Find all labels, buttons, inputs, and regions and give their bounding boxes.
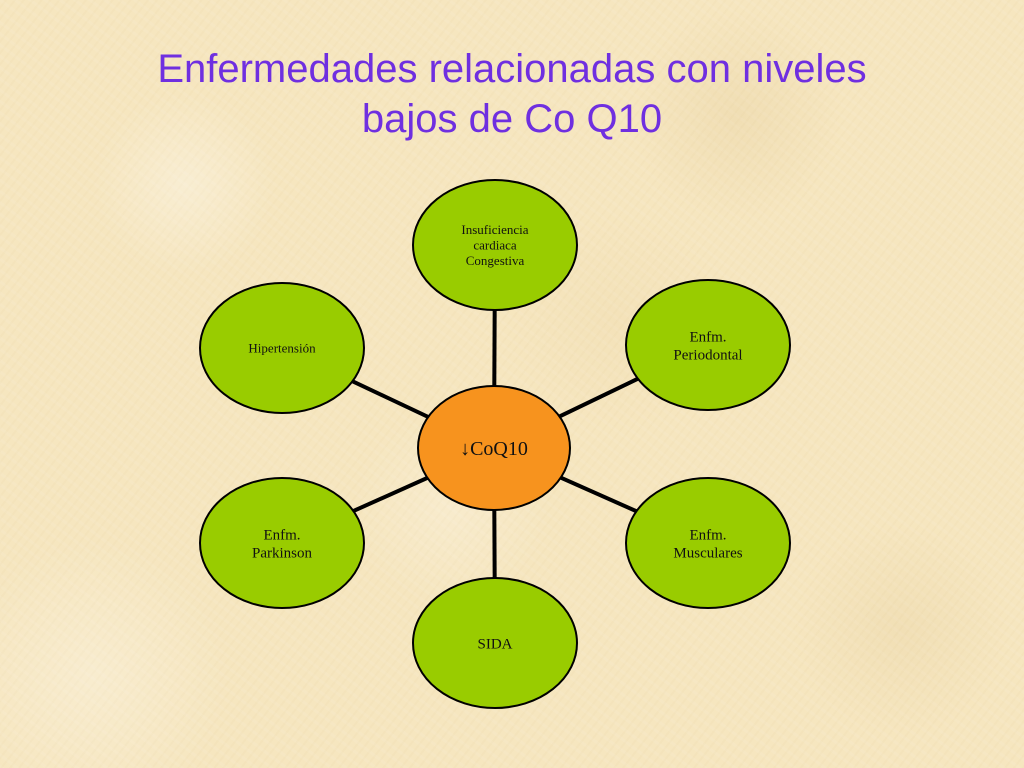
node-musculares-label: Musculares: [673, 545, 742, 561]
node-musculares-label: Enfm.: [689, 527, 726, 543]
node-sida: SIDA: [412, 577, 578, 709]
center-node: [417, 385, 571, 511]
node-sida-shape: [412, 577, 578, 709]
node-periodontal: Enfm. Periodontal: [625, 279, 791, 411]
node-hipertension-shape: [199, 282, 365, 414]
node-parkinson-shape: [199, 477, 365, 609]
node-periodontal-shape: [625, 279, 791, 411]
node-parkinson: Enfm. Parkinson: [199, 477, 365, 609]
node-musculares: Enfm. Musculares: [625, 477, 791, 609]
center-node-group: ↓CoQ10: [417, 385, 571, 511]
node-parkinson-label: Parkinson: [252, 545, 313, 561]
slide-title-line-1: Enfermedades relacionadas con niveles: [157, 47, 867, 91]
node-icc-shape: [412, 179, 578, 311]
slide-title-line-2: bajos de Co Q10: [361, 97, 663, 141]
node-musculares-shape: [625, 477, 791, 609]
node-periodontal-label: Enfm.: [689, 329, 726, 345]
node-hipertension: Hipertensión: [199, 282, 365, 414]
node-icc-label: Congestiva: [466, 253, 525, 268]
node-sida-label: SIDA: [477, 636, 512, 652]
node-parkinson-label: Enfm.: [263, 527, 300, 543]
node-periodontal-label: Periodontal: [673, 347, 742, 363]
node-icc-label: cardiaca: [473, 238, 517, 253]
node-icc-label: Insuficiencia: [461, 222, 528, 237]
slide-title: Enfermedades relacionadas con niveles ba…: [0, 44, 1024, 144]
node-hipertension-label: Hipertensión: [248, 341, 316, 356]
center-node-label: ↓CoQ10: [460, 438, 528, 460]
